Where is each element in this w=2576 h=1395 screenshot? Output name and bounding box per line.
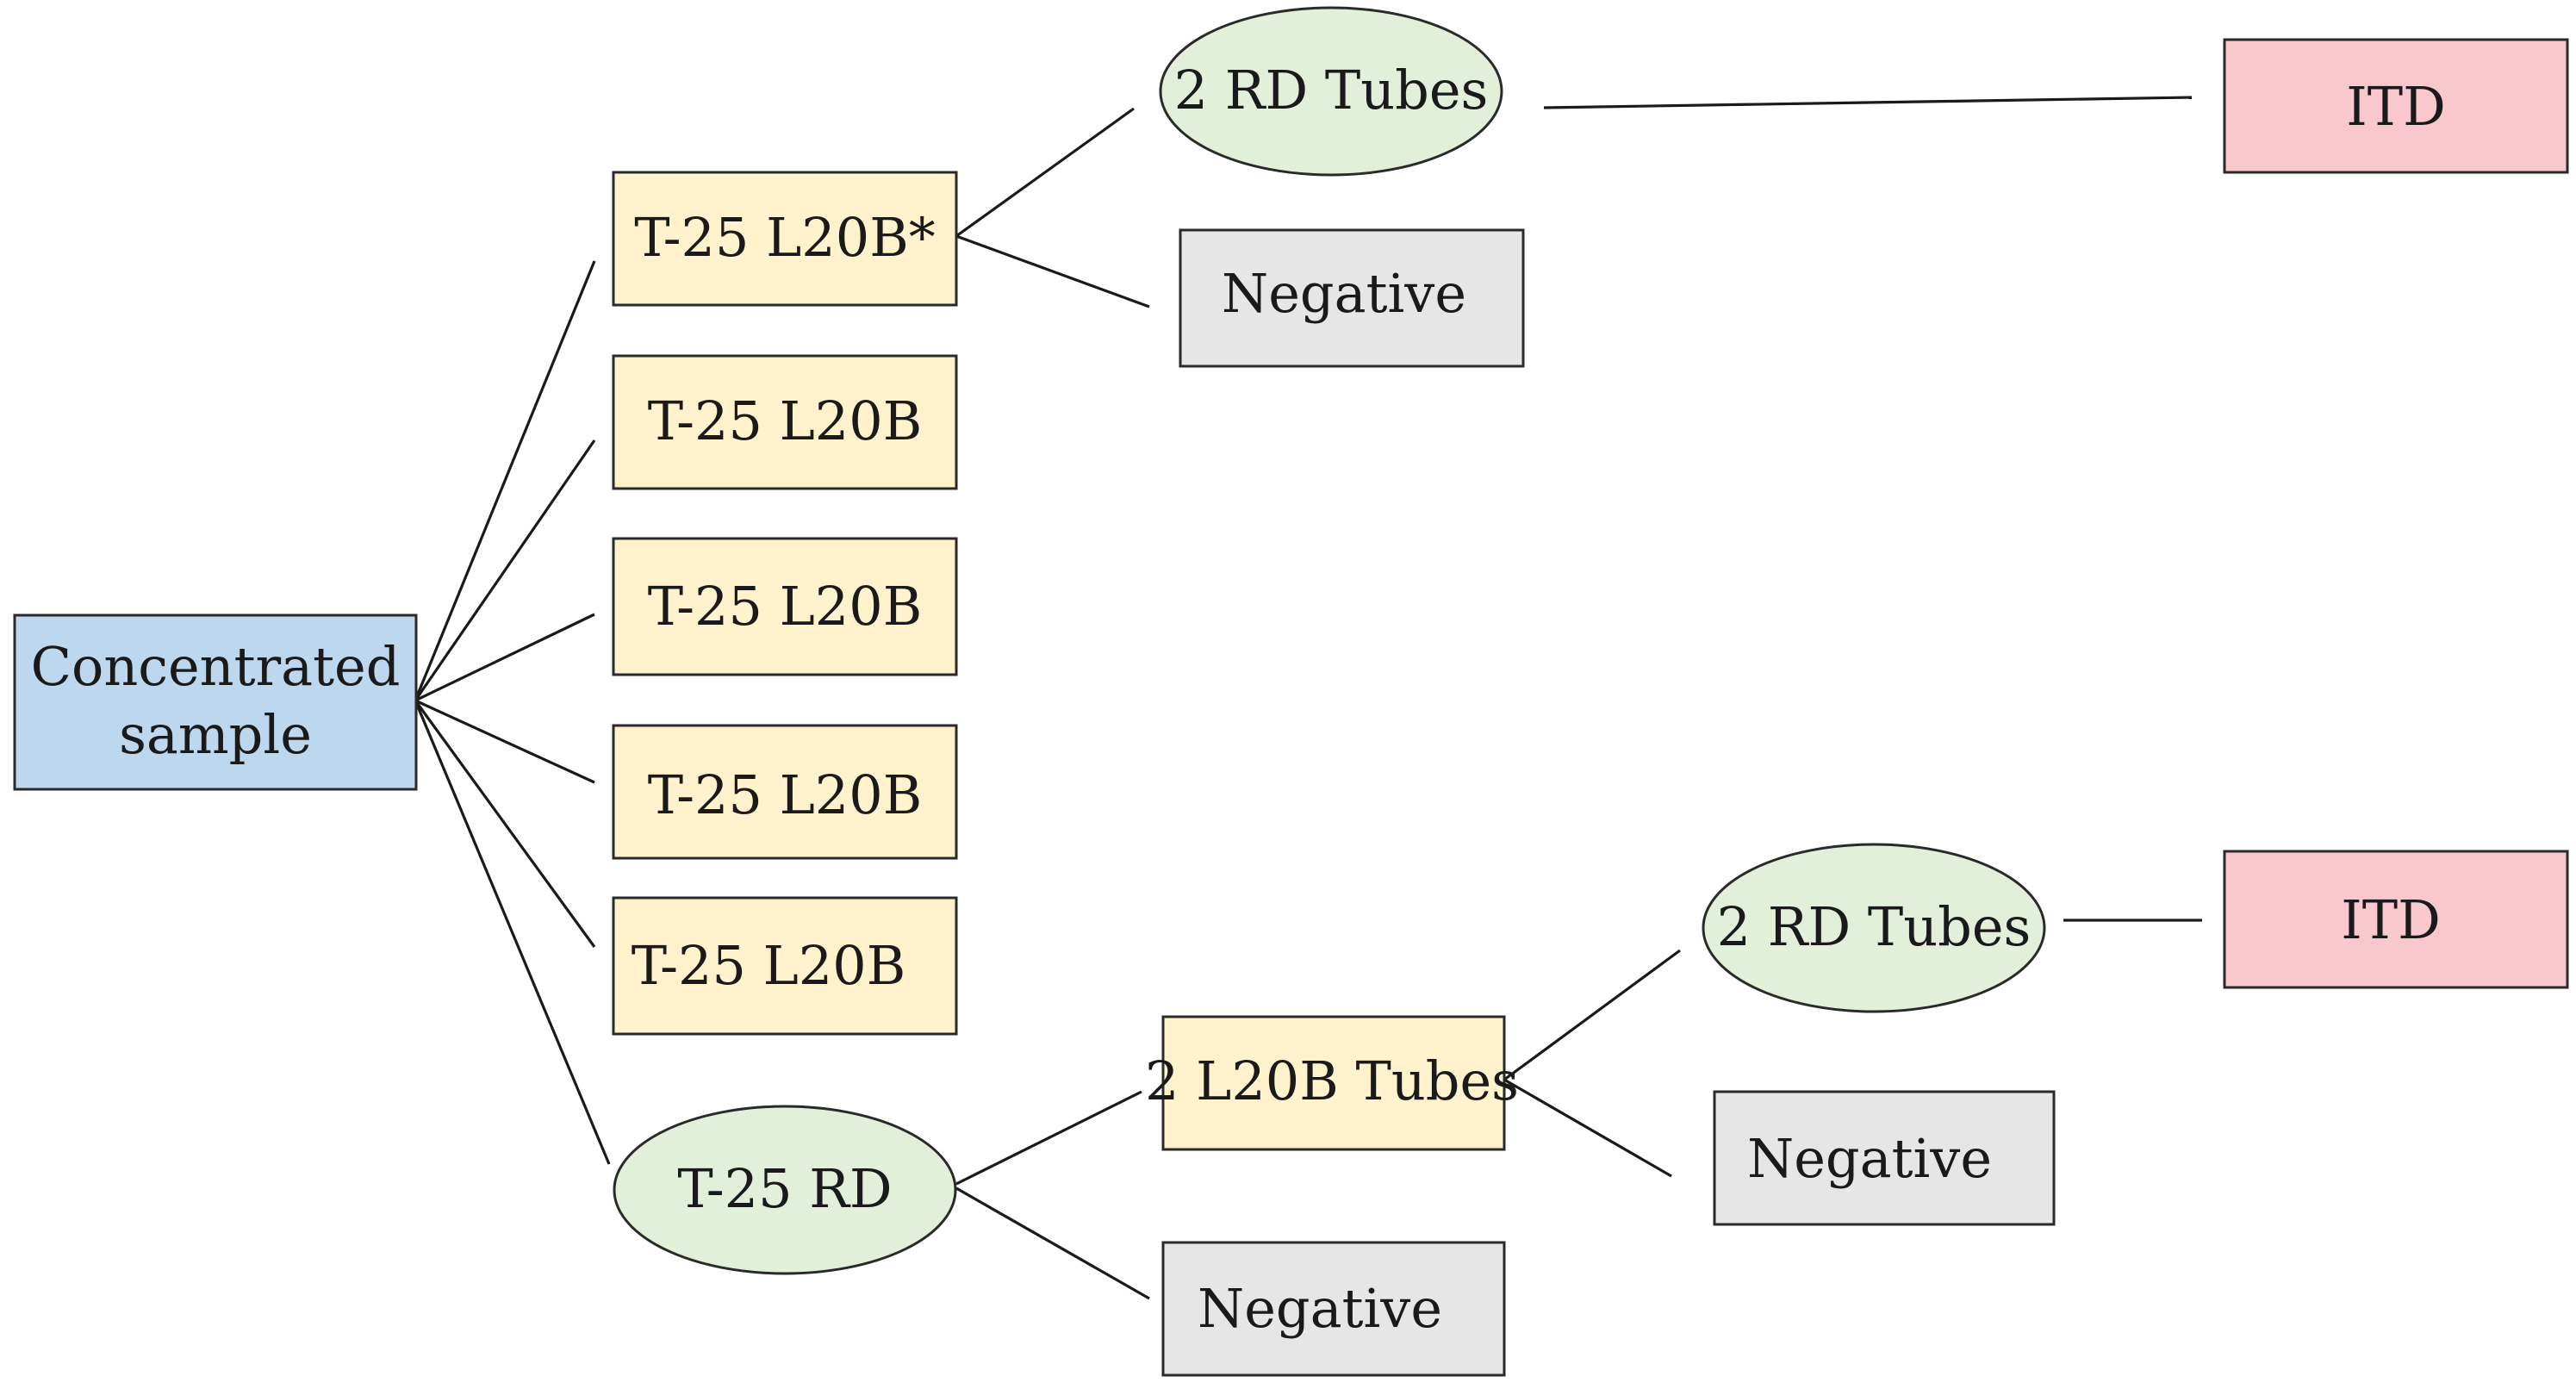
t25-l20b-star-box: [612, 171, 958, 307]
mid-negative-label: Negative: [1747, 1127, 1992, 1190]
t25-l20b-label-3: T-25 L20B: [648, 575, 923, 638]
t25-rd-node: T-25 RD: [613, 1105, 957, 1275]
t25-l20b-label-5: T-25 L20B: [632, 934, 906, 997]
edge-sample-to-l20b-3: [414, 613, 595, 702]
edge-rd-to-l20b-tubes: [955, 1090, 1142, 1186]
bottom-negative-label: Negative: [1198, 1277, 1442, 1340]
top-negative-box: [1179, 228, 1525, 368]
top-rd-tubes-ellipse: [1159, 6, 1503, 177]
edge-rd-tubes-to-itd: [1543, 96, 2193, 109]
t25-l20b-node-4: T-25 L20B: [612, 724, 958, 860]
edge-l20b-tubes-to-rd-tubes: [1503, 949, 1681, 1081]
l20b-tubes-node: 2 L20B Tubes: [1145, 1015, 1519, 1151]
t25-l20b-box-2: [612, 354, 958, 490]
t25-rd-label: T-25 RD: [677, 1157, 892, 1220]
t25-l20b-node-2: T-25 L20B: [612, 354, 958, 490]
edge-sample-to-rd: [414, 700, 611, 1165]
bottom-itd-label: ITD: [2341, 888, 2441, 951]
t25-rd-ellipse: [613, 1105, 957, 1275]
t25-l20b-box-4: [612, 724, 958, 860]
edge-sample-to-l20b-2: [414, 439, 596, 701]
edge-sample-to-l20b-5: [414, 700, 596, 948]
top-itd-label: ITD: [2346, 75, 2446, 138]
top-rd-tubes-node: 2 RD Tubes: [1159, 6, 1503, 177]
t25-l20b-label-4: T-25 L20B: [648, 763, 923, 826]
bottom-negative-box: [1161, 1241, 1506, 1377]
top-rd-tubes-label: 2 RD Tubes: [1174, 59, 1489, 121]
edge-sample-to-l20b-star: [414, 260, 596, 701]
top-itd-node: ITD: [2223, 38, 2569, 174]
t25-l20b-label-2: T-25 L20B: [648, 389, 923, 452]
l20b-tubes-label: 2 L20B Tubes: [1145, 1049, 1519, 1112]
mid-negative-node: Negative: [1713, 1090, 2056, 1226]
t25-l20b-star-label: T-25 L20B*: [634, 206, 936, 269]
top-negative-node: Negative: [1179, 228, 1525, 368]
t25-l20b-box-3: [612, 537, 958, 676]
bottom-itd-node: ITD: [2223, 850, 2569, 989]
top-itd-box: [2223, 38, 2569, 174]
edge-l20b-star-to-negative: [955, 234, 1150, 308]
edge-l20b-tubes-to-negative: [1503, 1078, 1672, 1178]
connectors: [414, 96, 2202, 1300]
t25-l20b-star-node: T-25 L20B*: [612, 171, 958, 307]
concentrated-sample-node: Concentrated sample: [13, 613, 418, 791]
l20b-tubes-box: [1161, 1015, 1506, 1151]
concentrated-sample-box: [13, 613, 418, 791]
bottom-rd-tubes-label: 2 RD Tubes: [1717, 895, 2032, 958]
edge-rd-to-negative: [955, 1186, 1150, 1300]
t25-l20b-node-3: T-25 L20B: [612, 537, 958, 676]
bottom-itd-box: [2223, 850, 2569, 989]
concentrated-sample-label-line1: Concentrated: [31, 635, 401, 698]
bottom-negative-node: Negative: [1161, 1241, 1506, 1377]
bottom-rd-tubes-ellipse: [1702, 843, 2046, 1013]
top-negative-label: Negative: [1222, 262, 1466, 325]
bottom-rd-tubes-node: 2 RD Tubes: [1702, 843, 2046, 1013]
edge-l20b-star-to-rd-tubes: [955, 107, 1135, 238]
mid-negative-box: [1713, 1090, 2056, 1226]
t25-l20b-node-5: T-25 L20B: [612, 896, 958, 1036]
t25-l20b-box-5: [612, 896, 958, 1036]
concentrated-sample-label-line2: sample: [119, 703, 312, 766]
edge-sample-to-l20b-4: [414, 699, 595, 784]
